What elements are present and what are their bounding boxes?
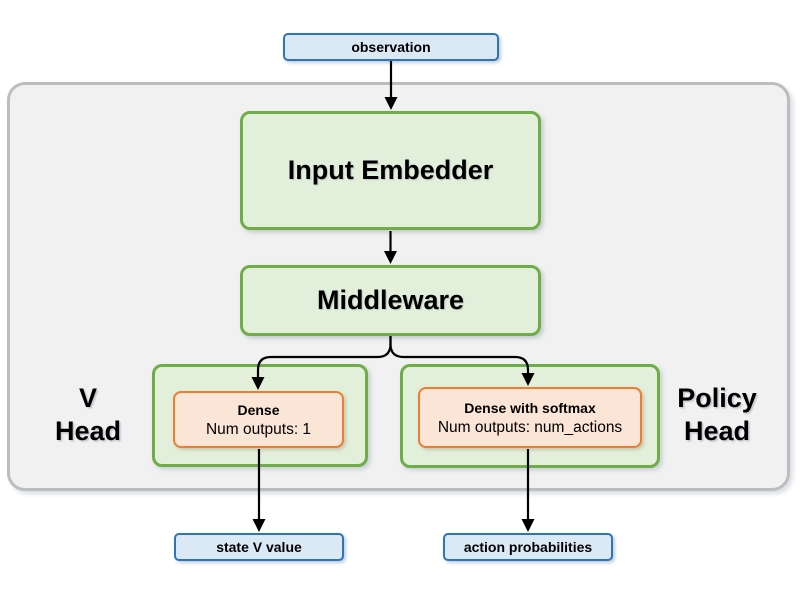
middleware-node: Middleware [240, 265, 541, 336]
policy-head-label: Policy Head [662, 382, 772, 448]
observation-node: observation [283, 33, 499, 61]
v-head-dense-subtitle: Num outputs: 1 [205, 420, 312, 438]
v-head-label: V Head [33, 382, 143, 448]
action-probabilities-node: action probabilities [443, 533, 613, 561]
input-embedder-node: Input Embedder [240, 111, 541, 230]
policy-head-dense-title: Dense with softmax [464, 399, 596, 416]
v-head-label-line1: V [78, 383, 97, 413]
v-head-dense-title: Dense [237, 401, 280, 418]
policy-head-dense-subtitle: Num outputs: num_actions [437, 418, 623, 436]
policy-head-dense-node: Dense with softmax Num outputs: num_acti… [418, 387, 642, 448]
v-head-dense-node: Dense Num outputs: 1 [173, 391, 344, 448]
state-v-value-node: state V value [174, 533, 344, 561]
policy-head-label-line2: Head [683, 416, 751, 446]
policy-head-label-line1: Policy [677, 383, 757, 413]
v-head-label-line2: Head [54, 416, 122, 446]
